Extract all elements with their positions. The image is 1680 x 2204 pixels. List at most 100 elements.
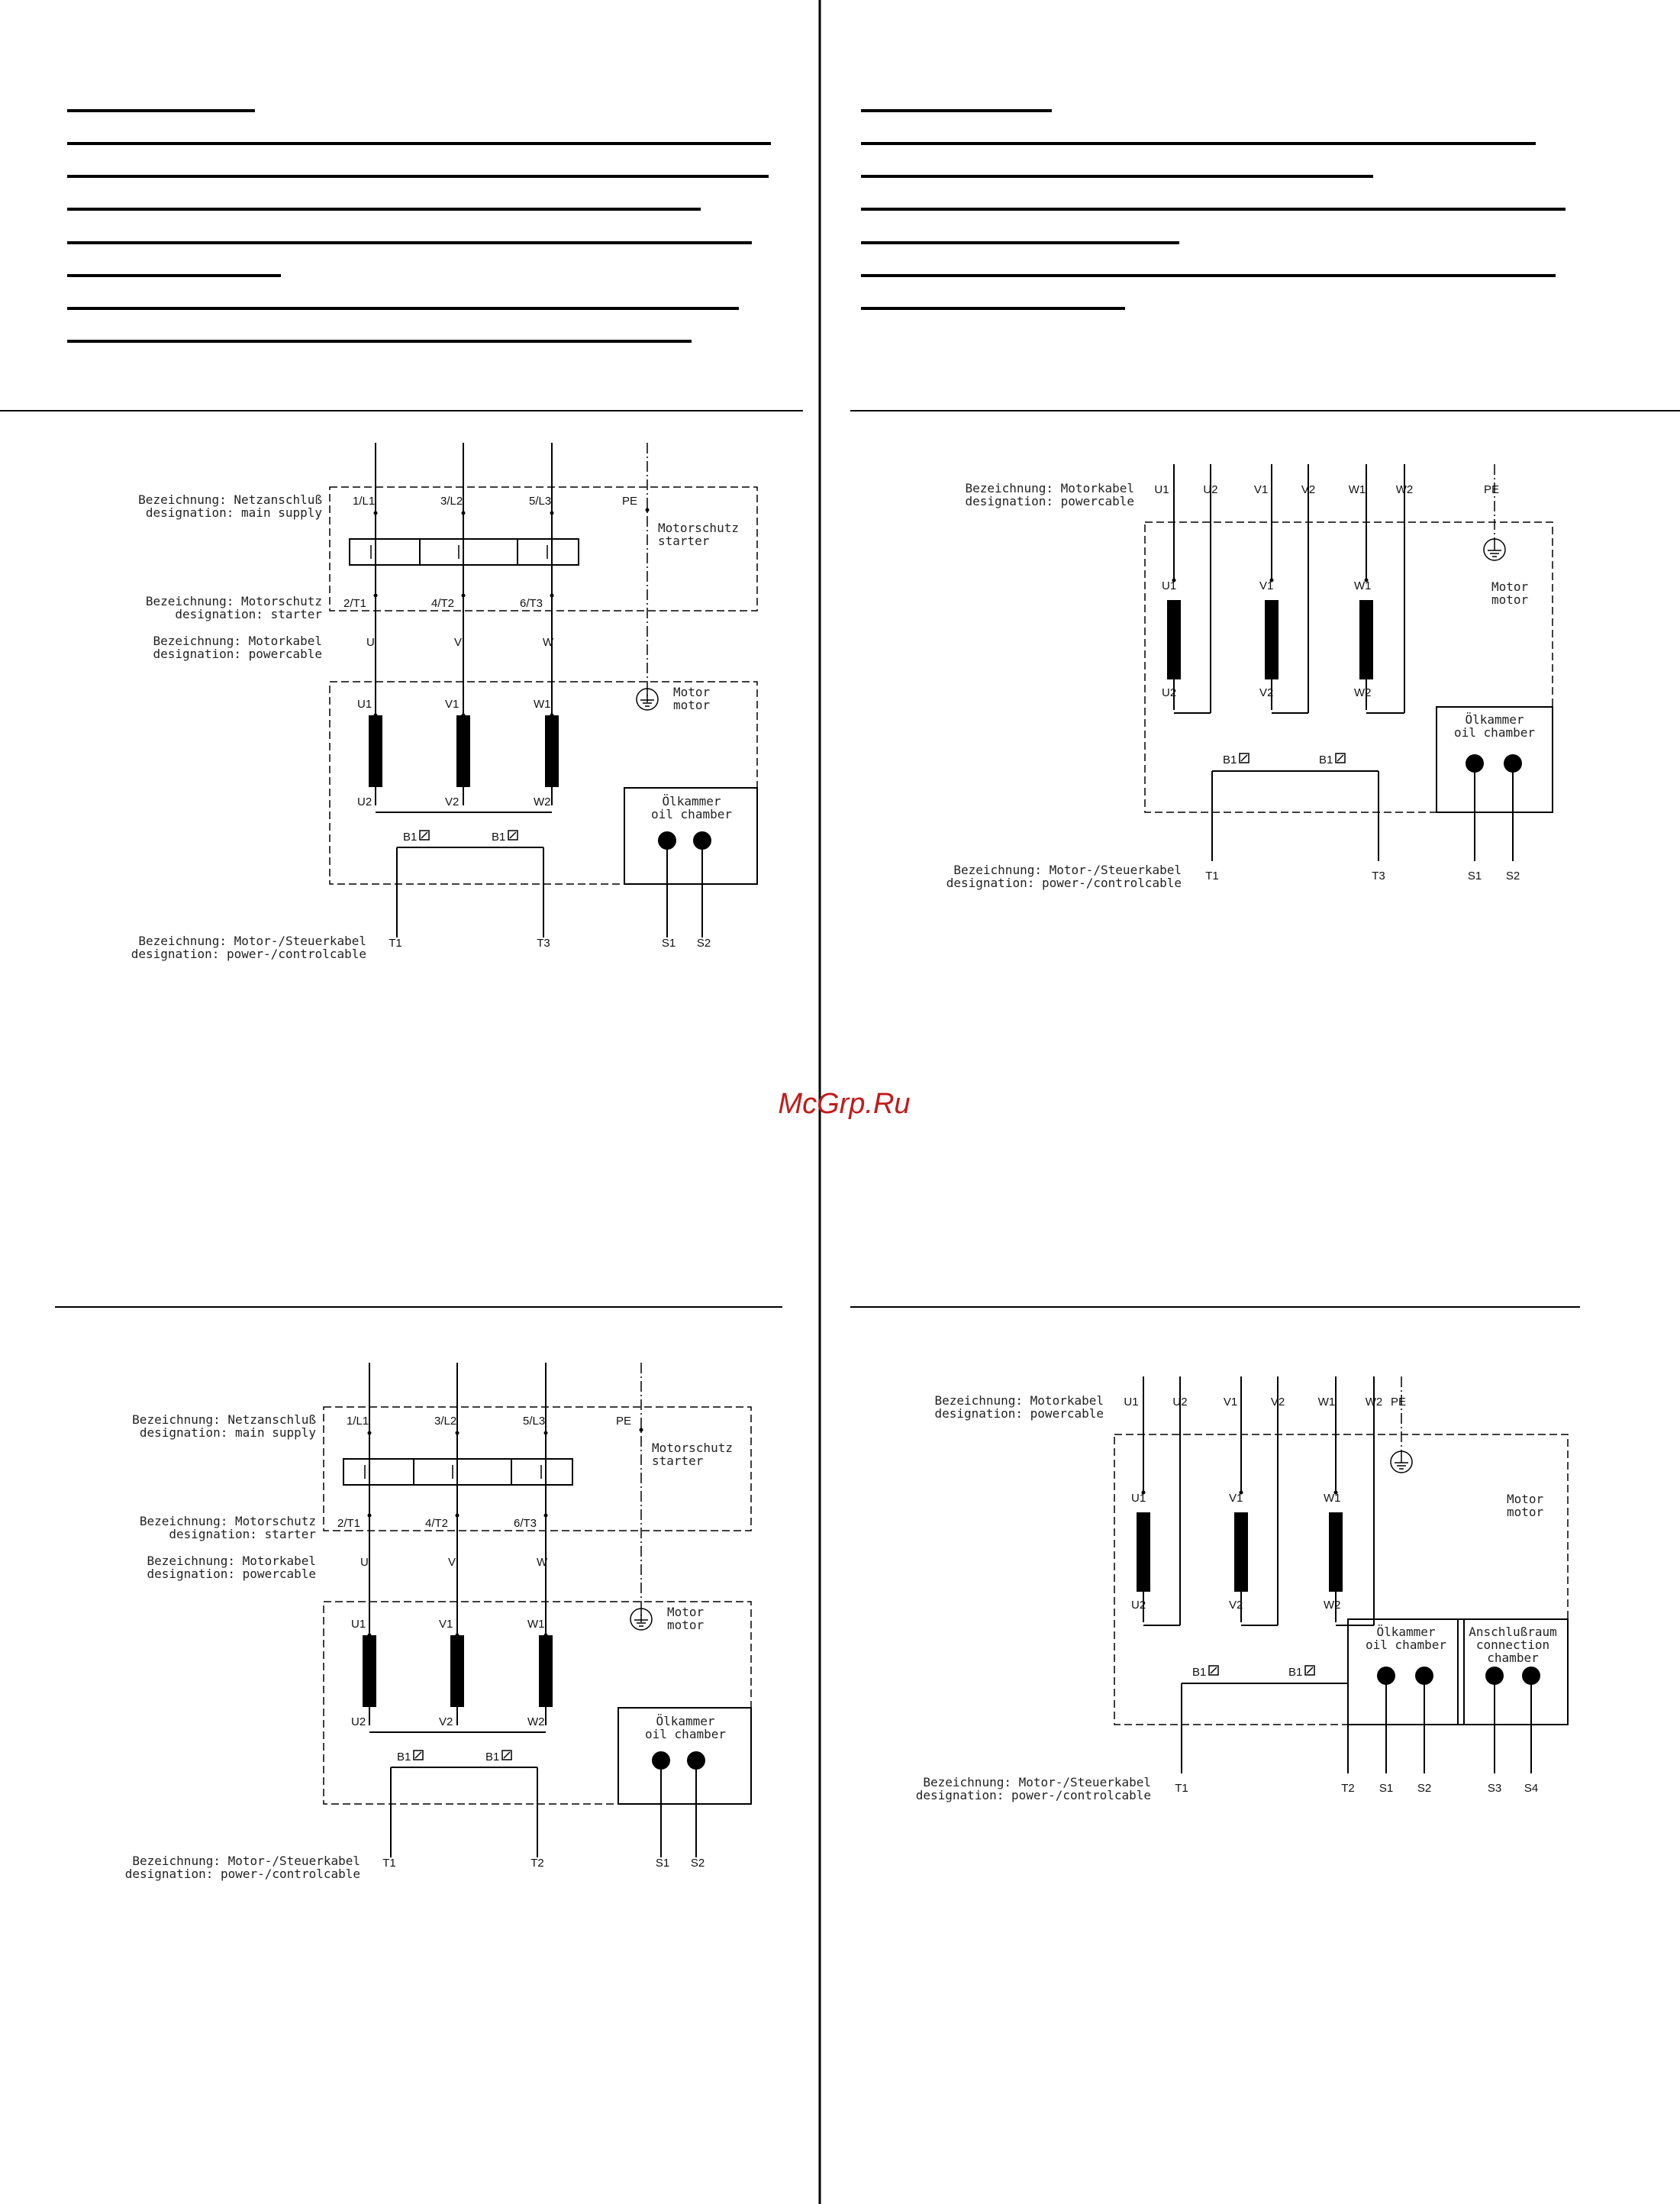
winding-label: W2: [534, 795, 551, 808]
oil-chamber-label: Ölkammer: [656, 1714, 714, 1728]
winding-label: W2: [1324, 1599, 1341, 1612]
junction-dot: [373, 713, 378, 718]
contact-block: [349, 538, 579, 566]
earth-icon: [630, 1608, 653, 1631]
oil-chamber-label: Ölkammer: [1465, 712, 1524, 727]
terminal-label: 6/T3: [520, 597, 543, 610]
cable-core-label: PE: [1484, 483, 1499, 496]
designation-label: Bezeichnung: Netzanschluß: [138, 492, 322, 507]
cable-end-label: T3: [537, 937, 550, 950]
junction-dot: [1333, 1490, 1338, 1495]
cable-end-label: S4: [1524, 1782, 1538, 1795]
junction-dot: [373, 511, 378, 515]
designation-label: Bezeichnung: Motorkabel: [934, 1393, 1104, 1408]
oil-chamber-label: oil chamber: [1366, 1638, 1446, 1652]
thermal-switch: B1: [485, 1750, 512, 1764]
starter-box-label: Motorschutz: [652, 1441, 733, 1455]
junction-dot: [1172, 578, 1176, 582]
designation-label: designation: starter: [169, 1527, 316, 1541]
winding-label: U2: [1162, 686, 1176, 699]
connection-chamber-label: chamber: [1487, 1651, 1539, 1665]
cable-end-label: S2: [1506, 870, 1520, 883]
terminal-label: 2/T1: [343, 597, 366, 610]
contact-block: [343, 1458, 573, 1486]
winding-label: V2: [1229, 1599, 1243, 1612]
connection-chamber-box: [1457, 1618, 1569, 1725]
terminal-label: 1/L1: [353, 495, 375, 508]
starter-box-label: starter: [658, 534, 710, 548]
winding-label: U2: [1131, 1599, 1146, 1612]
cable-core-label: V1: [1254, 483, 1268, 496]
designation-label: designation: power-/controlcable: [946, 876, 1182, 890]
winding-label: U1: [1131, 1492, 1146, 1505]
junction-dot: [367, 1513, 372, 1518]
thermal-switch-label: B1: [492, 831, 505, 844]
oil-chamber-label: Ölkammer: [1376, 1625, 1435, 1639]
thermal-switch-label: B1: [485, 1751, 499, 1764]
thermal-switch: B1: [403, 830, 430, 844]
designation-label: designation: starter: [175, 607, 322, 621]
oil-chamber-label: oil chamber: [645, 1727, 726, 1741]
junction-dot: [455, 1431, 460, 1435]
winding-label: V1: [445, 698, 459, 711]
cable-core-label: U: [360, 1556, 369, 1569]
cable-core-label: V: [448, 1556, 456, 1569]
cable-end-label: T1: [382, 1857, 396, 1870]
oil-chamber-label: oil chamber: [1454, 725, 1535, 740]
cable-core-label: W: [543, 636, 554, 649]
terminal-label: 6/T3: [514, 1517, 537, 1530]
connection-chamber-label: connection: [1476, 1638, 1549, 1652]
winding-coil: [1234, 1512, 1248, 1592]
motor-box-label: motor: [1491, 592, 1529, 607]
junction-dot: [543, 1633, 548, 1638]
terminal-label: 4/T2: [425, 1517, 448, 1530]
terminal-label: PE: [616, 1415, 631, 1428]
junction-dot: [1364, 578, 1369, 582]
junction-dot: [461, 593, 466, 598]
winding-label: V1: [1259, 579, 1273, 592]
thermal-switch: B1: [1319, 753, 1346, 766]
cable-core-label: PE: [1391, 1396, 1406, 1409]
winding-label: W2: [1354, 686, 1372, 699]
winding-label: V1: [439, 1618, 453, 1631]
designation-label: designation: main supply: [146, 505, 323, 520]
winding-label: U2: [351, 1715, 366, 1728]
thermal-switch: B1: [1192, 1665, 1219, 1679]
cable-core-label: W1: [1318, 1396, 1336, 1409]
winding-coil: [1137, 1512, 1150, 1592]
thermal-switch-label: B1: [1223, 753, 1237, 766]
motor-box-label: motor: [667, 1618, 705, 1632]
winding-label: U1: [1162, 579, 1176, 592]
terminal-label: 3/L2: [440, 495, 463, 508]
winding-label: W1: [534, 698, 551, 711]
cable-end-label: T1: [1205, 870, 1219, 883]
thermal-switch-label: B1: [1288, 1666, 1302, 1679]
junction-dot: [461, 511, 466, 515]
winding-label: U1: [351, 1618, 366, 1631]
motor-box: [1114, 1434, 1569, 1725]
redacted-text-right: [861, 109, 1566, 310]
terminal-label: 3/L2: [434, 1415, 456, 1428]
winding-label: W1: [527, 1618, 545, 1631]
motor-box-label: Motor: [1491, 579, 1529, 594]
motor-box-label: motor: [673, 698, 711, 712]
winding-coil: [1359, 600, 1373, 679]
earth-icon: [1483, 538, 1506, 561]
thermal-switch-label: B1: [1192, 1666, 1206, 1679]
cable-core-label: U1: [1124, 1396, 1138, 1409]
junction-dot: [455, 1513, 460, 1518]
designation-label: Bezeichnung: Motor-/Steuerkabel: [138, 934, 366, 948]
designation-label: designation: powercable: [965, 494, 1134, 508]
designation-label: designation: powercable: [153, 647, 322, 661]
winding-label: V2: [445, 795, 459, 808]
cable-end-label: S1: [1468, 870, 1482, 883]
oil-chamber-box: [1347, 1618, 1465, 1725]
cable-core-label: V1: [1224, 1396, 1237, 1409]
junction-dot: [543, 1513, 548, 1518]
cable-end-label: S1: [656, 1857, 669, 1870]
junction-dot: [367, 1431, 372, 1435]
cable-end-label: T2: [1341, 1782, 1355, 1795]
winding-label: V2: [439, 1715, 453, 1728]
